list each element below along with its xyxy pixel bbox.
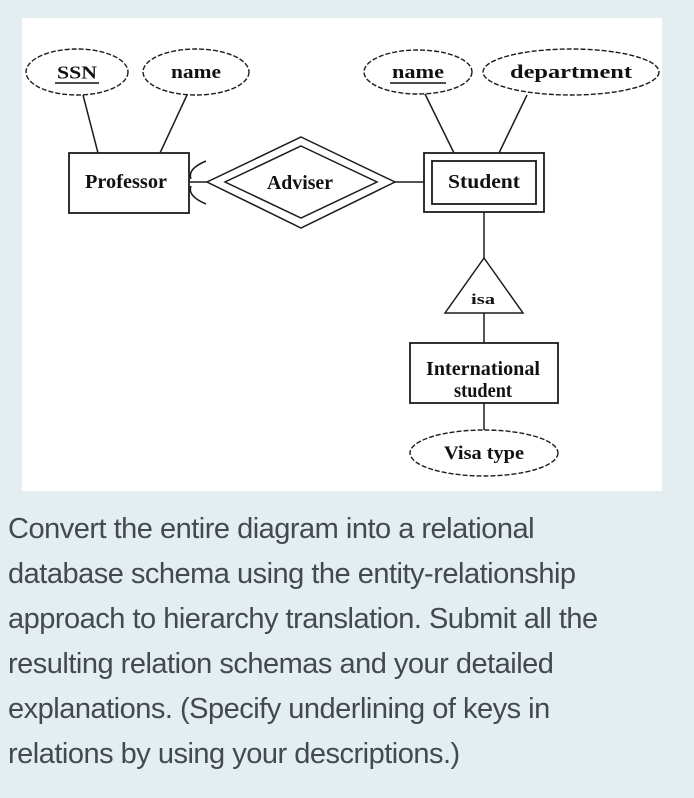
student-entity-rect-outer [423, 152, 545, 213]
visa-type-label: Visa type [444, 443, 524, 464]
student-entity-rect-inner [431, 160, 537, 205]
visa-type-attribute-ellipse [409, 429, 559, 477]
adviser-relationship: Adviser [205, 136, 397, 229]
professor-entity: Professor [68, 152, 190, 214]
department-label: department [510, 62, 633, 83]
professor-entity-rect [68, 152, 190, 214]
rounded-arrow-one-constraint-icon [189, 160, 207, 180]
isa-hierarchy: isa [443, 256, 525, 314]
connector-department-student [498, 94, 528, 154]
student-label: Student [448, 171, 520, 193]
department-attribute-ellipse [482, 48, 660, 96]
international-student-entity: International student [409, 342, 559, 404]
er-diagram: SSN name name department Professor [25, 48, 660, 477]
ssn-attribute-ellipse [25, 48, 129, 96]
question-line: database schema using the entity-relatio… [8, 558, 576, 590]
ssn-attribute: SSN [25, 48, 129, 96]
student-entity: Student [423, 152, 545, 213]
international-student-label-line2: student [454, 380, 512, 402]
question-text: Convert the entire diagram into a relati… [8, 507, 694, 777]
international-student-label-line1: International [426, 358, 540, 380]
question-line: relations by using your descriptions.) [8, 738, 460, 770]
adviser-diamond-outer [205, 136, 397, 229]
connector-name-student [424, 93, 455, 154]
adviser-diamond-inner [223, 145, 379, 219]
question-line: explanations. (Specify underlining of ke… [8, 693, 550, 725]
professor-name-label: name [171, 62, 221, 83]
isa-label: isa [471, 292, 496, 308]
professor-label: Professor [85, 171, 167, 193]
student-name-label: name [392, 62, 444, 83]
department-attribute: department [482, 48, 660, 96]
student-name-attribute-ellipse [363, 49, 473, 95]
ssn-label: SSN [57, 63, 97, 83]
er-diagram-panel: SSN name name department Professor [22, 18, 662, 491]
question-line: resulting relation schemas and your deta… [8, 648, 554, 680]
connector-name-professor [159, 94, 188, 154]
adviser-label: Adviser [267, 172, 333, 194]
isa-triangle [443, 256, 525, 314]
professor-name-attribute-ellipse [142, 48, 250, 96]
visa-type-attribute: Visa type [409, 429, 559, 477]
professor-name-attribute: name [142, 48, 250, 96]
rounded-arrow-one-constraint-icon [189, 185, 207, 205]
connector-ssn-professor [82, 94, 99, 154]
question-line: approach to hierarchy translation. Submi… [8, 603, 598, 635]
international-student-rect [409, 342, 559, 404]
question-line: Convert the entire diagram into a relati… [8, 513, 535, 545]
student-name-attribute: name [363, 49, 473, 95]
